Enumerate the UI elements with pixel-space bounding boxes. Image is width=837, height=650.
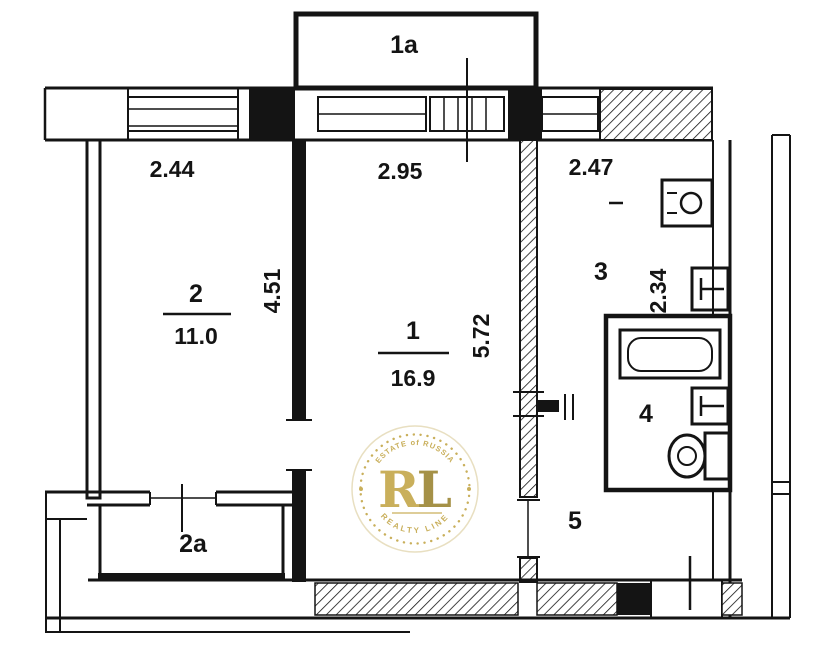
wall-kitchen-hall xyxy=(537,394,574,420)
kitchen-sink-icon xyxy=(690,266,730,312)
exterior-wall-top xyxy=(43,58,713,162)
bathtub-icon xyxy=(618,328,722,380)
wall-pier-hatched xyxy=(599,88,713,141)
left-exterior-wall xyxy=(85,138,102,500)
wall-pier xyxy=(249,89,295,140)
window-kitchen xyxy=(541,96,599,132)
watermark: ESTATE of RUSSIA REALTY LINE RL xyxy=(351,425,479,553)
balcony-2a-outline xyxy=(98,505,285,579)
svg-text:2.34: 2.34 xyxy=(645,268,671,313)
kitchen-fixtures xyxy=(609,178,730,312)
room5-number: 5 xyxy=(568,507,582,535)
window-room2 xyxy=(127,88,239,140)
svg-text:4.51: 4.51 xyxy=(259,268,285,313)
balcony-2a-label: 2a xyxy=(179,530,208,558)
room2-area: 11.0 xyxy=(174,323,218,349)
window-room1-left xyxy=(317,96,427,132)
room2-depth-dim: 4.51 xyxy=(259,268,285,313)
room3-number: 3 xyxy=(594,258,608,286)
room4-number: 4 xyxy=(639,400,653,428)
room3-width-dim: 2.47 xyxy=(569,154,614,180)
room1-width-dim: 2.95 xyxy=(378,158,423,184)
watermark-initials: RL xyxy=(378,460,452,519)
building-edge-left xyxy=(45,492,61,632)
bathroom-outline xyxy=(603,313,733,493)
room3-depth-dim: 2.34 xyxy=(645,268,671,313)
bath-sink-icon xyxy=(690,386,730,426)
svg-text:5.72: 5.72 xyxy=(468,314,494,359)
room1-depth-dim: 5.72 xyxy=(468,314,494,359)
watermark-backdrop xyxy=(351,425,479,553)
wall-pier xyxy=(508,89,542,140)
room1-area: 16.9 xyxy=(391,365,436,391)
watermark-side-dot-right xyxy=(467,487,471,491)
exterior-wall-bottom xyxy=(45,556,790,633)
room-labels: 1a 2.44 2.95 2.47 2 11.0 4.51 1 16.9 5.7… xyxy=(150,31,671,558)
room1-number: 1 xyxy=(406,317,420,345)
adjacent-building-wall xyxy=(771,134,791,618)
toilet-icon xyxy=(667,431,731,481)
room2-number: 2 xyxy=(189,280,203,308)
room2-bottom-wall xyxy=(45,484,292,532)
balcony-1a-label: 1a xyxy=(390,31,419,59)
wall-room1-hall xyxy=(513,139,544,583)
wall-room2-room1 xyxy=(286,140,312,582)
stove-icon xyxy=(660,178,714,228)
room2-width-dim: 2.44 xyxy=(150,156,195,182)
watermark-side-dot-left xyxy=(359,487,363,491)
